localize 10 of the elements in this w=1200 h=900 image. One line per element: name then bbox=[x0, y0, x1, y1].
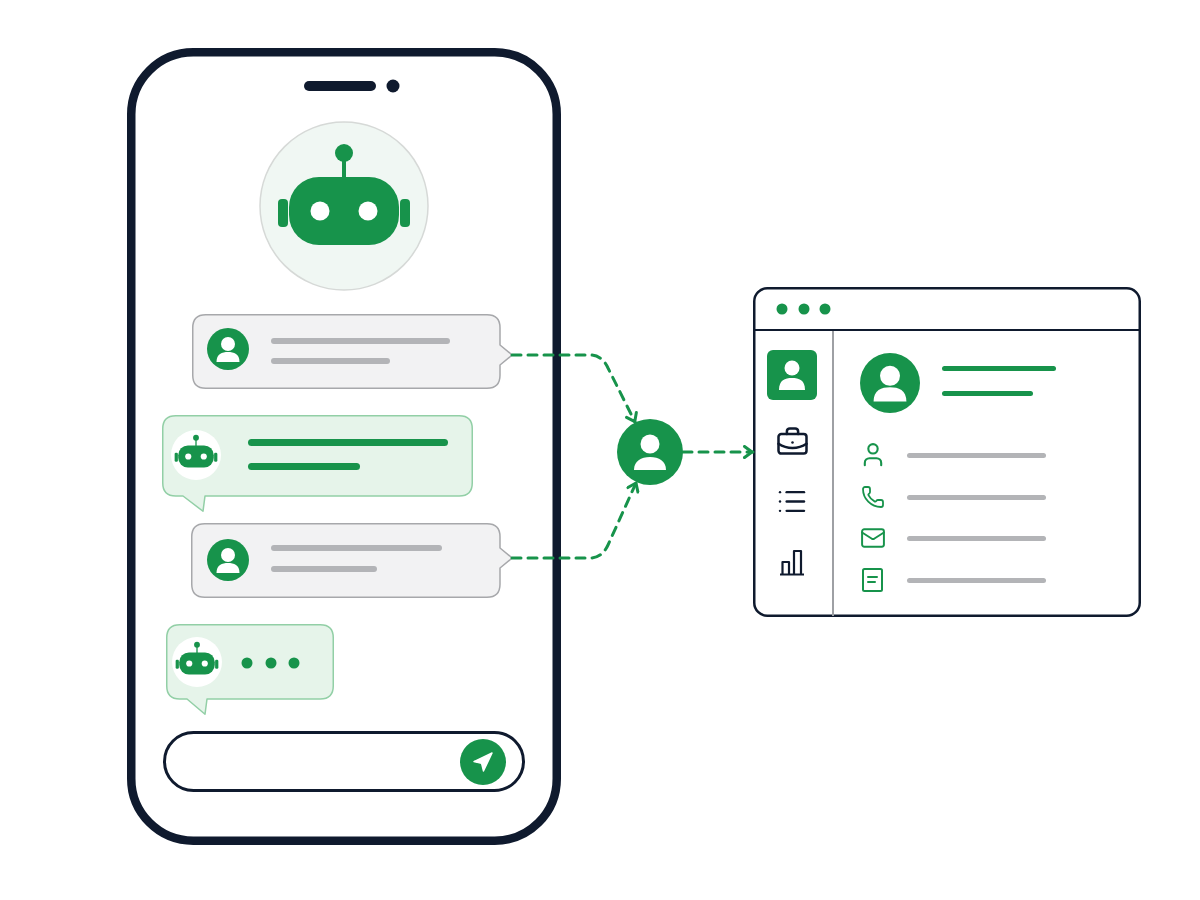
connector-arrow bbox=[510, 480, 640, 560]
app-window bbox=[753, 287, 1141, 617]
user-avatar-circle bbox=[617, 419, 683, 485]
chat-bubble bbox=[192, 314, 513, 389]
connector-arrow bbox=[510, 353, 638, 424]
smartphone bbox=[127, 48, 561, 845]
connector-arrow bbox=[681, 445, 755, 459]
chat-bubble bbox=[166, 624, 334, 715]
chat-bubble bbox=[191, 523, 513, 598]
chat-bubble bbox=[162, 415, 473, 512]
